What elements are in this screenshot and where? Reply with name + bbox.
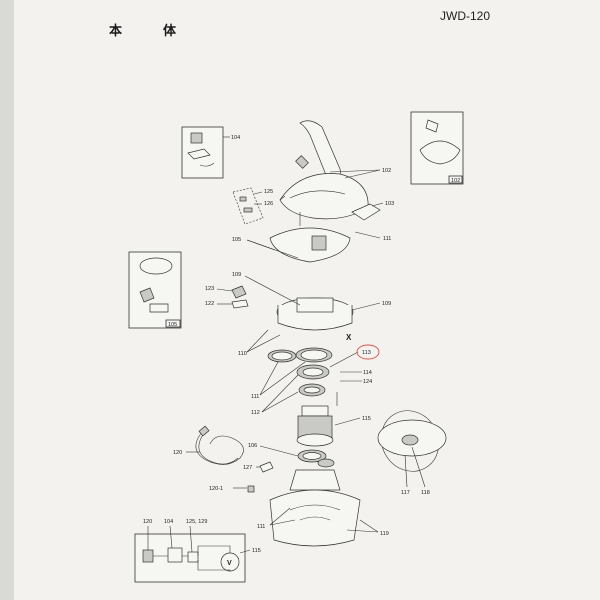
callout-109-right: 109 xyxy=(382,301,391,307)
callout-104-wiring: 104 xyxy=(164,519,173,525)
callout-115: 115 xyxy=(362,416,371,422)
callout-112: 112 xyxy=(251,410,260,416)
callout-109-left: 109 xyxy=(232,272,241,278)
callout-120: 120 xyxy=(173,450,182,456)
callout-125: 125 xyxy=(264,189,273,195)
callout-123: 123 xyxy=(205,286,214,292)
callout-111-mid: 111 xyxy=(251,394,259,400)
power-cord-part xyxy=(195,425,244,465)
callout-104: 104 xyxy=(231,135,240,141)
part-127 xyxy=(259,461,274,473)
callout-119: 119 xyxy=(380,531,389,537)
part-120-1 xyxy=(247,485,255,493)
callout-114: 114 xyxy=(363,370,372,376)
callout-115-wiring: 115 xyxy=(252,548,261,554)
callout-102-inset: 102 xyxy=(451,178,460,184)
inset-box-104 xyxy=(181,126,230,179)
inset-box-105 xyxy=(128,251,182,329)
callout-124: 124 xyxy=(363,379,372,385)
part-123 xyxy=(231,285,247,299)
callout-126: 126 xyxy=(264,201,273,207)
callout-102: 102 xyxy=(382,168,391,174)
page-title: 本 体 xyxy=(109,24,191,39)
latch-part xyxy=(351,203,381,221)
callout-111-top: 111 xyxy=(383,236,391,242)
callout-105: 105 xyxy=(232,237,241,243)
callout-120-wiring: 120 xyxy=(143,519,152,525)
gasket-rings xyxy=(267,347,333,363)
wiring-diagram xyxy=(134,525,251,583)
clip-parts xyxy=(232,187,264,225)
callout-110: 110 xyxy=(238,351,247,357)
model-number: JWD-120 xyxy=(440,9,491,23)
callout-125-129: 125, 129 xyxy=(186,519,207,525)
callout-127: 127 xyxy=(243,465,252,471)
filter-plate-part xyxy=(269,212,351,263)
callout-106: 106 xyxy=(248,443,257,449)
callout-105-inset: 105 xyxy=(168,322,177,328)
handle-part xyxy=(295,120,341,178)
callout-120-1: 120-1 xyxy=(209,486,223,492)
callout-103: 103 xyxy=(385,201,394,207)
callout-117: 117 xyxy=(401,490,410,496)
x-marker: X xyxy=(346,333,352,342)
separator-housing-part xyxy=(276,297,354,331)
callout-118: 118 xyxy=(421,490,430,496)
part-122 xyxy=(231,299,249,309)
callout-113: 113 xyxy=(362,350,371,356)
lower-housing-part xyxy=(269,469,361,547)
motor-part xyxy=(296,405,334,447)
highlighted-ring-113 xyxy=(296,364,330,380)
upper-cover-part xyxy=(279,173,369,220)
callout-122: 122 xyxy=(205,301,214,307)
callout-111-bottom: 111 xyxy=(257,524,265,530)
motor-symbol: V xyxy=(227,560,232,567)
inset-box-102 xyxy=(410,111,464,185)
ring-106-b xyxy=(317,458,335,468)
filter-disc-part xyxy=(377,410,447,472)
